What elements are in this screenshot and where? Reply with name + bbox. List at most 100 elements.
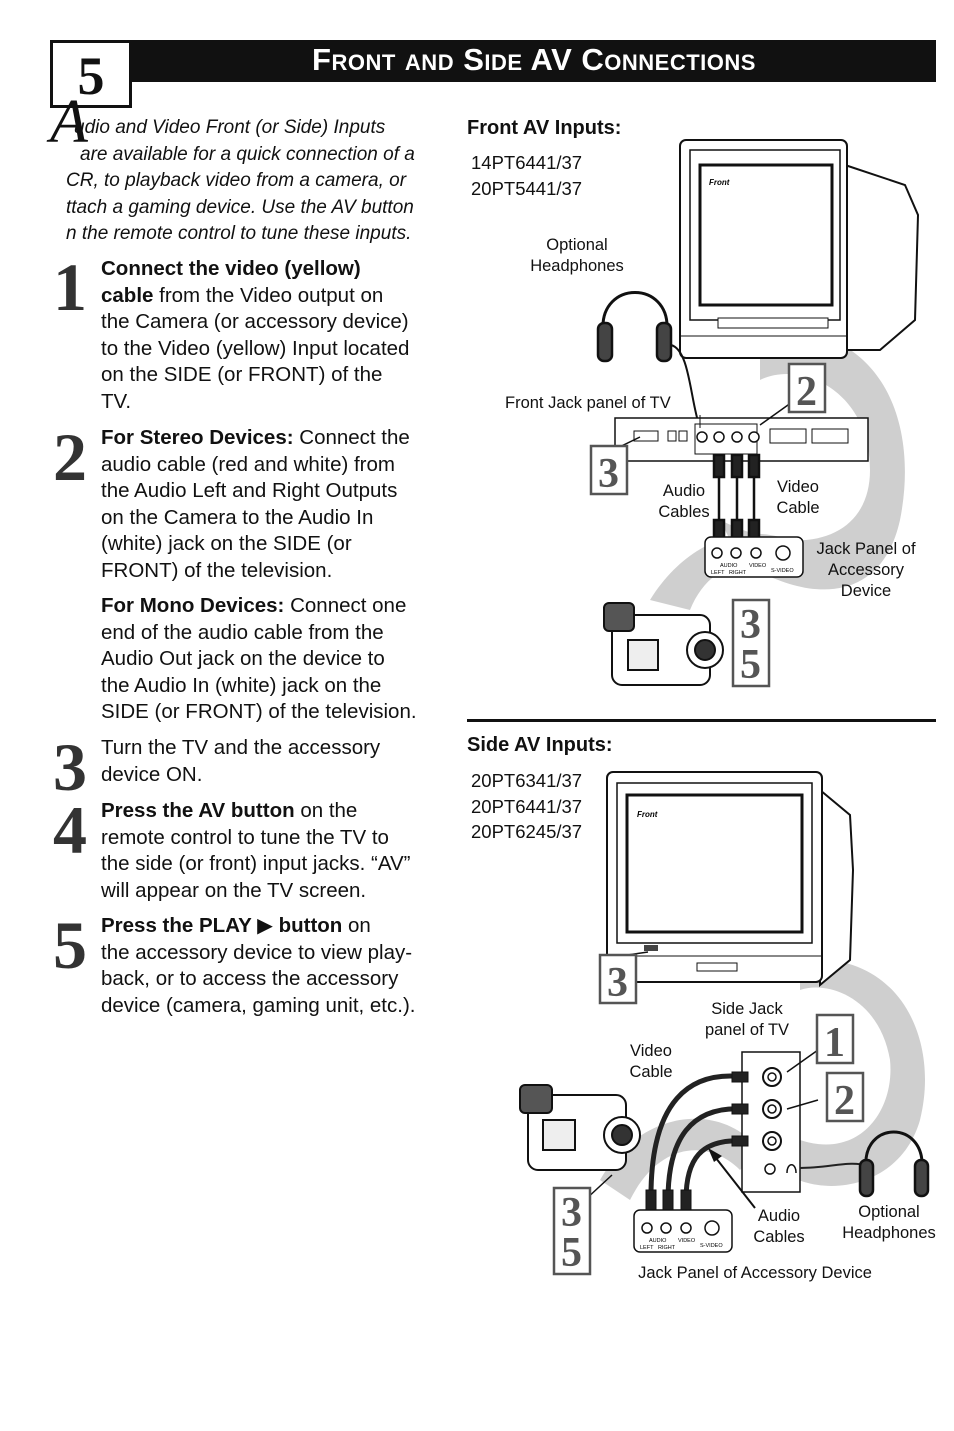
step-2-mono: For Mono Devices: Connect one end of the…	[101, 593, 459, 726]
step-line: on the Camera to the Audio In	[101, 505, 374, 529]
svg-text:LEFT: LEFT	[711, 570, 725, 576]
step-number: 1	[53, 249, 87, 325]
svg-text:VIDEO: VIDEO	[749, 563, 767, 569]
svg-text:5: 5	[740, 642, 761, 688]
front-jack-panel-label: Front Jack panel of TV	[505, 394, 671, 412]
svg-text:AUDIO: AUDIO	[649, 1238, 667, 1244]
step-line: device (camera, gaming unit, etc.).	[101, 993, 416, 1017]
step-line: For Mono Devices: Connect one	[101, 594, 407, 617]
title-bar: Front and Side AV Connections	[132, 40, 936, 82]
front-video-cable-label: Video Cable	[776, 478, 820, 517]
side-audio-cables-label: Audio Cables	[753, 1207, 805, 1246]
callout-2-front: 2	[787, 362, 827, 415]
step-line: TV.	[101, 389, 132, 413]
model-number: 20PT5441/37	[471, 177, 583, 199]
step-3: Turn the TV and the accessory device ON.	[101, 735, 459, 788]
step-line: remote control to tune the TV to	[101, 825, 389, 849]
front-av-cables	[712, 453, 761, 544]
step-line: the side (or front) input jacks. “AV”	[101, 852, 411, 875]
intro-line: udio and Video Front (or Side) Inputs	[74, 117, 386, 138]
callout-3-side: 3	[598, 953, 638, 1006]
step-2: For Stereo Devices: Connect the audio ca…	[101, 425, 459, 584]
step-line: SIDE (or FRONT) of the television.	[101, 700, 417, 723]
step-number: 4	[53, 792, 87, 868]
step-line: on the SIDE (or FRONT) of the	[101, 363, 383, 386]
side-video-cable-label: Video Cable	[629, 1042, 673, 1081]
svg-text:5: 5	[561, 1230, 582, 1276]
side-section-title: Side AV Inputs:	[467, 734, 613, 756]
svg-text:VIDEO: VIDEO	[678, 1238, 696, 1244]
svg-text:RIGHT: RIGHT	[729, 570, 747, 576]
svg-text:2: 2	[834, 1078, 855, 1124]
step-line: end of the audio cable from the	[101, 620, 384, 644]
model-number: 20PT6245/37	[471, 821, 583, 842]
step-line: FRONT) of the television.	[101, 558, 333, 582]
step-line: Audio Out jack on the device to	[101, 647, 385, 670]
front-tv-illustration: Front	[679, 139, 920, 359]
front-accessory-panel-label: Jack Panel of Accessory Device	[816, 540, 916, 600]
step-line: cable from the Video output on	[101, 283, 384, 307]
side-swirl-decoration	[780, 959, 925, 1186]
side-headphones-label: Optional Headphones	[842, 1203, 936, 1242]
step-line: (white) jack on the SIDE (or	[101, 532, 352, 555]
step-line: to the Video (yellow) Input located	[101, 336, 410, 360]
page-title: Front and Side AV Connections	[312, 42, 756, 77]
step-line: will appear on the TV screen.	[101, 878, 367, 902]
step-line: Turn the TV and the accessory	[101, 736, 381, 759]
step-line: the accessory device to view play-	[101, 940, 413, 964]
step-line: For Stereo Devices: Connect the	[101, 426, 410, 449]
step-4: Press the AV button on the remote contro…	[101, 798, 459, 904]
intro-line: n the remote control to tune these input…	[66, 223, 412, 244]
section-divider	[467, 719, 936, 722]
step-line: back, or to access the accessory	[101, 967, 399, 990]
step-number: 5	[53, 907, 87, 983]
front-swirl-decoration	[720, 329, 905, 590]
svg-text:RIGHT: RIGHT	[658, 1245, 676, 1251]
svg-text:LEFT: LEFT	[640, 1245, 654, 1251]
intro-line: ttach a gaming device. Use the AV button	[66, 196, 414, 218]
front-accessory-jack-panel: AUDIO VIDEO LEFT RIGHT S-VIDEO	[704, 536, 804, 578]
side-accessory-jack-panel: AUDIO VIDEO LEFT RIGHT S-VIDEO	[633, 1209, 733, 1253]
model-number: 20PT6441/37	[471, 795, 583, 817]
step-line: Press the PLAY ▶ button on	[101, 914, 371, 937]
svg-text:2: 2	[796, 369, 817, 415]
step-line: the Audio In (white) jack on the	[101, 673, 382, 697]
intro-paragraph: A udio and Video Front (or Side) Inputs …	[50, 92, 458, 248]
svg-text:3: 3	[607, 960, 628, 1006]
step-line: the Audio Left and Right Outputs	[101, 479, 398, 502]
front-headphones-icon	[596, 291, 701, 429]
step-5: Press the PLAY ▶ button on the accessory…	[101, 913, 459, 1019]
front-audio-cables-label: Audio Cables	[658, 482, 710, 521]
side-accessory-panel-label: Jack Panel of Accessory Device	[638, 1264, 872, 1282]
front-camcorder-icon	[603, 600, 741, 686]
svg-text:S-VIDEO: S-VIDEO	[771, 568, 794, 574]
svg-text:3: 3	[598, 451, 619, 497]
step-number: 3	[53, 729, 87, 805]
front-section-title: Front AV Inputs:	[467, 117, 622, 139]
svg-text:3: 3	[740, 602, 761, 648]
front-headphones-label: Optional Headphones	[530, 236, 624, 275]
side-headphones-icon	[858, 1130, 930, 1198]
side-jack-panel-label: Side Jack panel of TV	[704, 1000, 790, 1039]
side-tv-brand: Front	[637, 810, 658, 819]
front-tv-brand: Front	[709, 178, 730, 187]
callout-35-front: 3 5	[731, 598, 771, 688]
intro-line: CR, to playback video from a camera, or	[66, 170, 407, 191]
step-line: Connect the video (yellow)	[101, 257, 361, 280]
callout-35-side: 3 5	[552, 1186, 592, 1276]
intro-line: are available for a quick connection of …	[80, 143, 415, 165]
step-line: device ON.	[101, 762, 203, 786]
svg-text:AUDIO: AUDIO	[720, 563, 738, 569]
page-number: 5	[77, 46, 105, 106]
page-number-box: 5	[50, 40, 132, 108]
side-tv-illustration: Front	[606, 771, 855, 988]
step-number: 2	[53, 419, 87, 495]
step-line: the Camera (or accessory device)	[101, 310, 409, 333]
callout-2-side: 2	[825, 1071, 865, 1124]
side-camcorder-icon	[519, 1084, 641, 1201]
audio-cables-arrow	[711, 1152, 756, 1209]
step-1: Connect the video (yellow) cable from th…	[101, 256, 459, 415]
model-number: 14PT6441/37	[471, 152, 583, 173]
step-line: audio cable (red and white) from	[101, 452, 395, 476]
